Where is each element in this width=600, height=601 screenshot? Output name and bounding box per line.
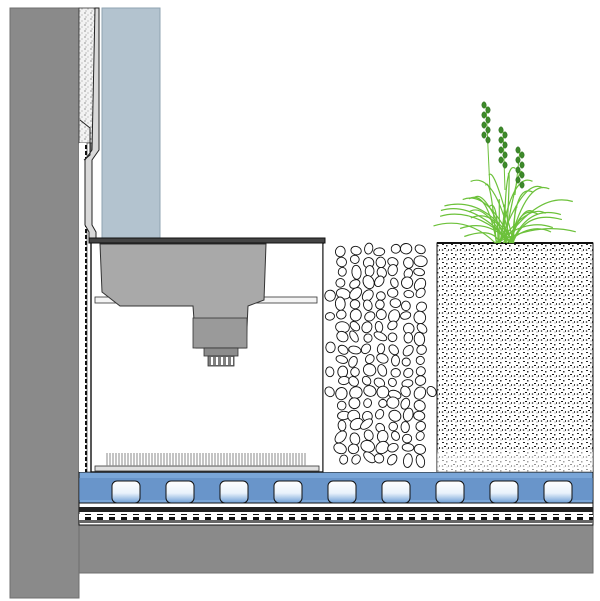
facade-panel — [101, 7, 161, 241]
drainage-cup — [543, 480, 573, 504]
waterproofing-membrane — [78, 502, 594, 526]
gravel-strip — [322, 242, 437, 472]
drainage-board — [78, 471, 594, 504]
ornamental-grass — [433, 101, 576, 244]
filter-comb — [106, 453, 306, 466]
drainage-cup — [273, 480, 303, 504]
drainage-cup — [489, 480, 519, 504]
drainage-cup — [165, 480, 195, 504]
concrete-slab — [78, 524, 594, 574]
outlet-slots — [211, 357, 233, 365]
drainage-cup — [381, 480, 411, 504]
drainage-cup — [111, 480, 141, 504]
drainage-cup — [435, 480, 465, 504]
concrete-wall — [9, 7, 80, 599]
drainage-cup — [219, 480, 249, 504]
drainage-cups — [111, 480, 573, 504]
grass-plumes — [481, 101, 525, 196]
drainage-cup — [327, 480, 357, 504]
green-roof-substrate — [436, 242, 594, 473]
drain-outlet — [99, 243, 267, 367]
